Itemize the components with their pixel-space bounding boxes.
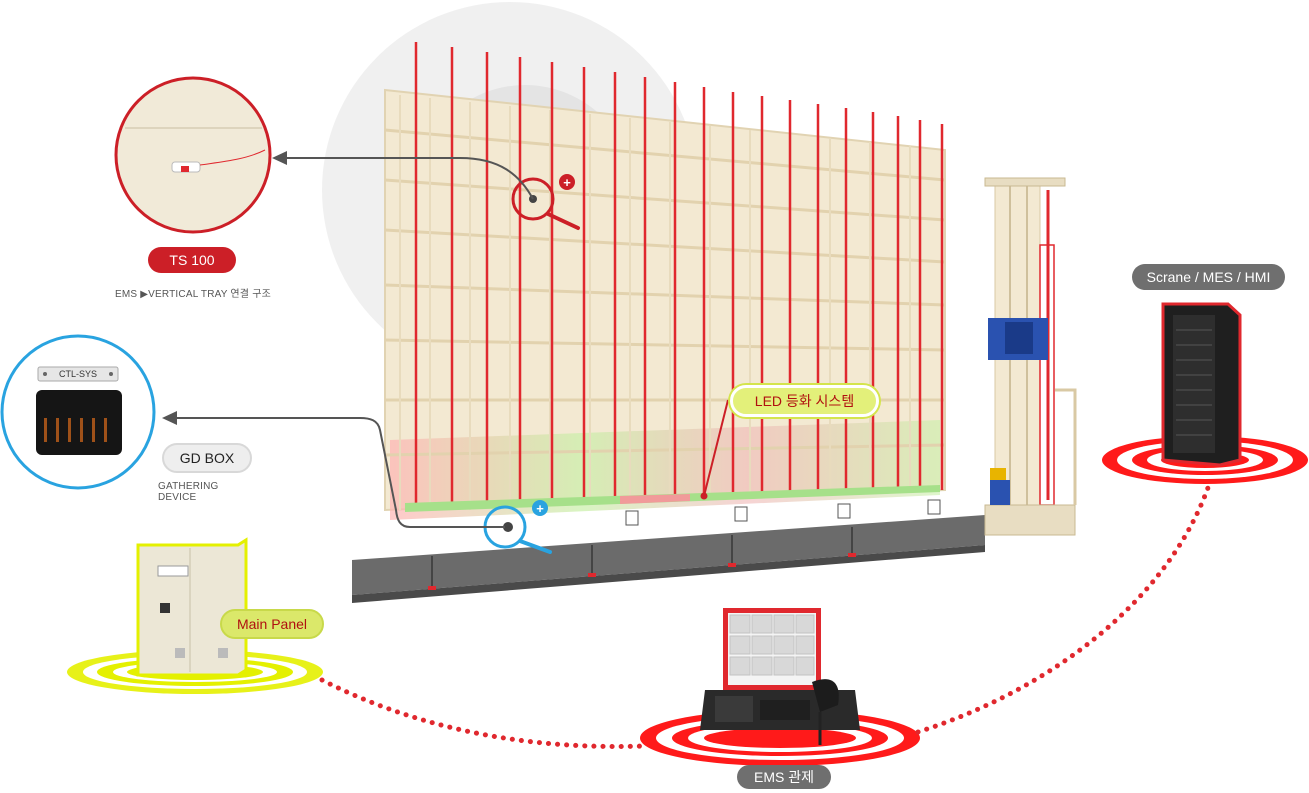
led-system-badge: LED 등화 시스템 bbox=[730, 385, 879, 417]
svg-text:+: + bbox=[563, 175, 571, 190]
link-ems-server bbox=[915, 479, 1213, 735]
main-panel-cabinet bbox=[136, 537, 248, 677]
scrane-badge: Scrane / MES / HMI bbox=[1132, 264, 1285, 290]
ts100-connector bbox=[272, 151, 534, 200]
ts100-badge: TS 100 bbox=[148, 247, 236, 273]
link-mainpanel-ems bbox=[319, 677, 648, 749]
ts100-zoom-circle bbox=[114, 76, 272, 234]
gdbox-zoom-circle bbox=[0, 334, 156, 490]
ems-control-badge: EMS 관제 bbox=[737, 765, 831, 789]
ts100-caption: EMS ▶VERTICAL TRAY 연결 구조 bbox=[115, 289, 271, 300]
server-rack bbox=[1161, 302, 1242, 467]
rack-base bbox=[352, 515, 985, 603]
network-links bbox=[319, 479, 1213, 749]
gdbox-connector bbox=[162, 411, 505, 528]
gdbox-caption: GATHERING DEVICE bbox=[158, 481, 219, 503]
gdbox-badge: GD BOX bbox=[162, 443, 252, 473]
ems-console bbox=[700, 608, 860, 745]
magnifier-ts100[interactable]: + bbox=[511, 174, 580, 230]
lift-tower bbox=[984, 177, 1077, 536]
svg-text:+: + bbox=[536, 501, 544, 516]
ctl-sys-label: CTL-SYS bbox=[58, 369, 97, 379]
main-panel-badge: Main Panel bbox=[220, 609, 324, 639]
magnifier-gdbox[interactable]: + bbox=[483, 500, 552, 554]
